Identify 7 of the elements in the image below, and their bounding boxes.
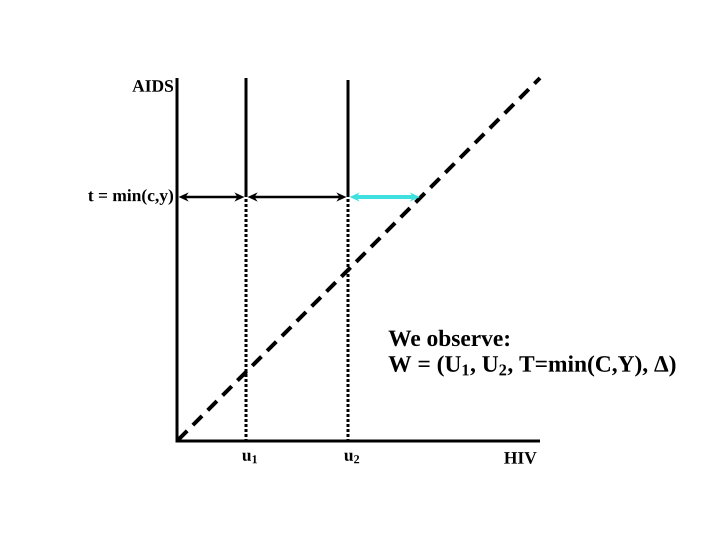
note-text: W = (U$_{1}$, U$_{2}$, T=min(C,Y), Δ)	[388, 355, 676, 377]
note-text: We observe:	[388, 330, 509, 346]
tick-label: u$_{2}$	[344, 452, 360, 464]
axis-label: AIDS	[132, 80, 174, 92]
axis-label: HIV	[504, 452, 537, 464]
tick-label: t = min(c,y)	[88, 189, 174, 205]
tick-label: u$_{1}$	[242, 452, 258, 464]
